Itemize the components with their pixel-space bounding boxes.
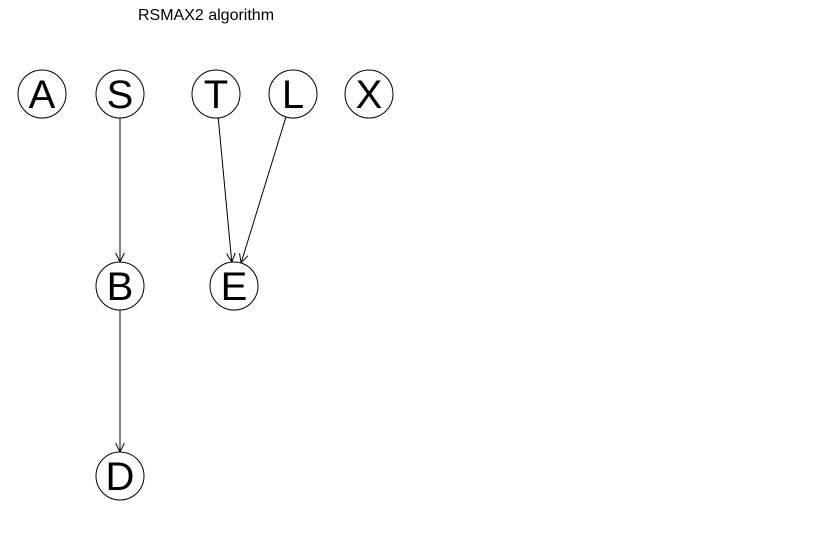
node-label: D bbox=[106, 455, 135, 499]
node-label: X bbox=[356, 73, 383, 117]
node-label: B bbox=[107, 265, 134, 309]
edge-l-e bbox=[239, 116, 287, 265]
node-d: D bbox=[95, 451, 145, 501]
node-circle bbox=[95, 69, 145, 119]
node-e: E bbox=[209, 261, 259, 311]
node-label: S bbox=[107, 73, 134, 117]
node-s: S bbox=[95, 69, 145, 119]
node-b: B bbox=[95, 261, 145, 311]
node-l: L bbox=[268, 69, 318, 119]
edge-s-b bbox=[115, 118, 125, 264]
edge-line bbox=[217, 117, 233, 263]
node-circle bbox=[209, 261, 259, 311]
node-label: A bbox=[29, 73, 56, 117]
node-t: T bbox=[191, 69, 241, 119]
node-a: A bbox=[17, 69, 67, 119]
node-label: E bbox=[221, 265, 248, 309]
node-circle bbox=[268, 69, 318, 119]
edge-b-d bbox=[115, 310, 125, 454]
node-label: L bbox=[282, 73, 304, 117]
node-x: X bbox=[344, 69, 394, 119]
node-circle bbox=[95, 261, 145, 311]
diagram-title: RSMAX2 algorithm bbox=[137, 7, 275, 24]
edge-t-e bbox=[217, 117, 236, 264]
node-circle bbox=[17, 69, 67, 119]
edge-line bbox=[240, 116, 287, 264]
node-circle bbox=[191, 69, 241, 119]
node-circle bbox=[95, 451, 145, 501]
node-circle bbox=[344, 69, 394, 119]
node-label: T bbox=[204, 73, 228, 117]
